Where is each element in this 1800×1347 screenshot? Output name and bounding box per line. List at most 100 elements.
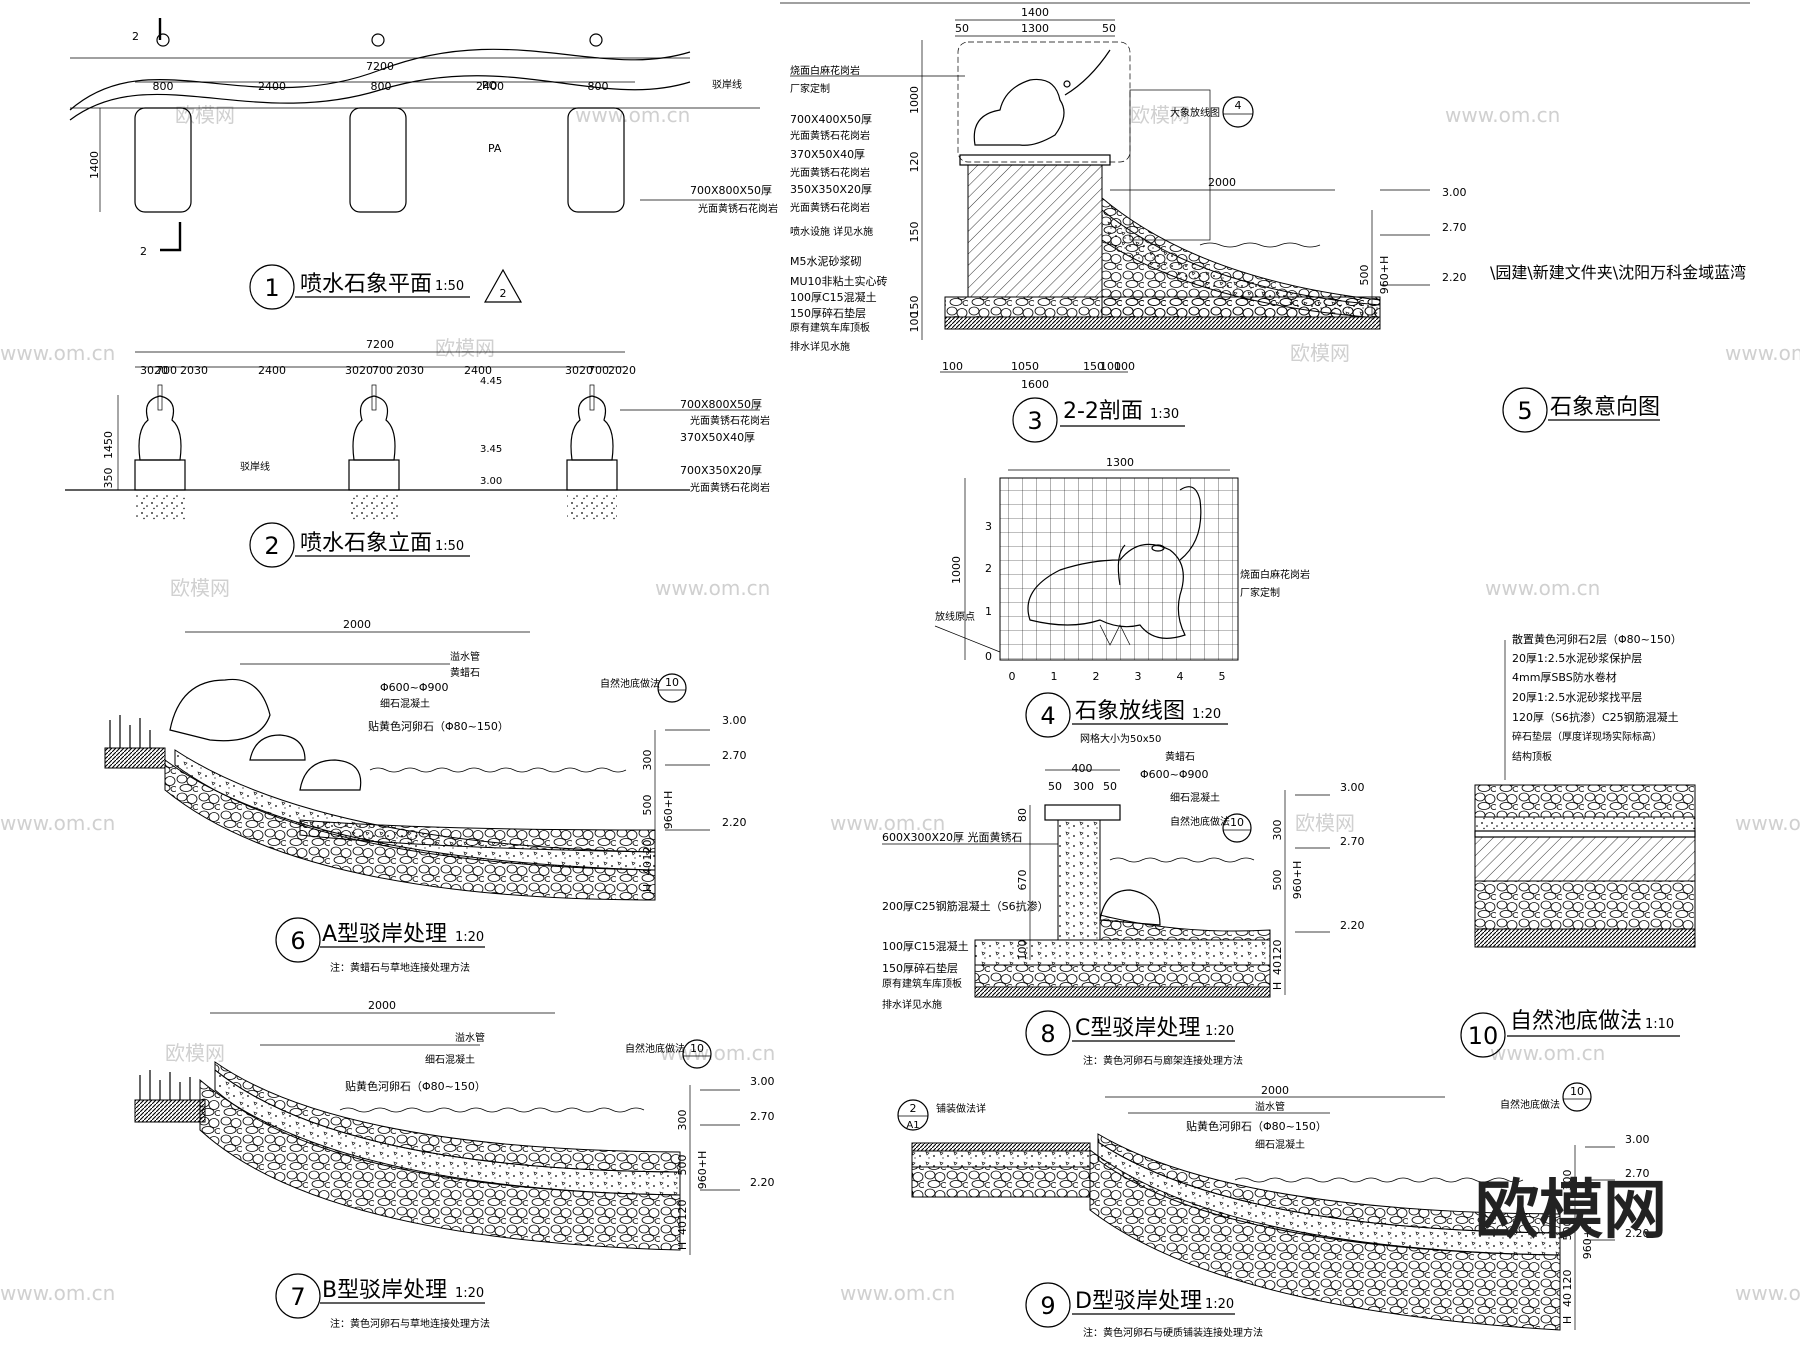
elephant-outline: [1027, 486, 1202, 646]
gravel-bed: [944, 296, 1381, 318]
watermark-url: www.om.cn: [1735, 1281, 1800, 1305]
reference-symbol-number: 10: [1230, 816, 1244, 829]
elev-1: 3.00: [1625, 1133, 1650, 1146]
reference-symbol-circle: [657, 673, 687, 703]
label-5: 光面黄锈石花岗岩: [690, 481, 770, 494]
label-10: 排水详见水施: [882, 998, 942, 1011]
water-edge-curve: [69, 75, 691, 121]
leader: [934, 625, 1001, 653]
surface-pebbles: [214, 1061, 681, 1173]
label-elephant: 大象放线图: [1170, 106, 1220, 119]
layer-3: 4mm厚SBS防水卷材: [1512, 670, 1617, 684]
reference-symbol-number: 2: [910, 1102, 917, 1115]
watermark-url: www.om.cn: [660, 1041, 775, 1065]
dim-w2: 300: [1073, 780, 1094, 793]
drawing-number-circle: [1502, 387, 1548, 433]
elev-1: 3.00: [722, 714, 747, 727]
label-slab-b: 光面黄锈石花岗岩: [698, 202, 778, 215]
dim-btotal: 1600: [1021, 378, 1049, 391]
elev-3: 2.20: [1442, 271, 1467, 284]
dim-d3: 2030: [180, 364, 208, 377]
surface-pebbles: [1099, 914, 1271, 941]
dim-d9: 3020: [565, 364, 593, 377]
stone-base: [134, 107, 192, 213]
yellow-wax-stone: [299, 759, 362, 791]
label-5: 贴黄色河卵石（Φ80~150）: [368, 719, 509, 733]
label-3: 贴黄色河卵石（Φ80~150）: [1186, 1119, 1327, 1133]
pebble-layer: [1474, 784, 1696, 818]
surface-pebbles: [1097, 1133, 1561, 1234]
dim-h2: 350: [102, 468, 115, 489]
dim-h1: 1000: [908, 86, 921, 114]
drawing-scale: 1:20: [455, 1286, 484, 1301]
drawing-number-circle: [1012, 397, 1058, 443]
dim-d: 2400: [476, 80, 504, 93]
section-cut-top: 2: [132, 30, 139, 43]
water-line: [369, 767, 627, 773]
water-line: [1109, 857, 1255, 863]
dim-v1: 300: [676, 1110, 689, 1131]
water-spray: [349, 495, 399, 520]
coping-stone: [1044, 804, 1121, 821]
label-13: 150厚碎石垫层: [790, 306, 866, 320]
dim-d11: 2020: [608, 364, 636, 377]
label-1: 铺装做法详: [936, 1102, 986, 1115]
dim-v1: 300: [641, 750, 654, 771]
reference-symbol-number: 10: [690, 1042, 704, 1055]
layer-2: 20厚1:2.5水泥砂浆保护层: [1512, 651, 1642, 665]
label-2: Φ600~Φ900: [1140, 768, 1209, 781]
label-5: 370X50X40厚: [790, 148, 865, 161]
drawing-7-bank-b: 2000 300 500 960+H 120 40 H 3.00 2.70 2.…: [134, 999, 775, 1330]
mortar-layer: [1474, 816, 1696, 832]
drawing-number: 8: [1040, 1020, 1055, 1048]
drawing-2-elevation: 7200 3020 700 2030 2400 3020 700 2030 24…: [65, 338, 770, 568]
label-9: 喷水设施 详见水施: [790, 225, 873, 238]
label-3: 贴黄色河卵石（Φ80~150）: [345, 1079, 486, 1093]
label-11: MU10非粘土实心砖: [790, 274, 888, 288]
drawing-note: 注：黄色河卵石与廊架连接处理方法: [1083, 1054, 1243, 1067]
dim-d8: 2400: [464, 364, 492, 377]
elephant-statue: [566, 384, 618, 491]
dim-d4: 2400: [258, 364, 286, 377]
gravel-cushion: [1474, 880, 1696, 930]
dim-h2: 670: [1016, 870, 1029, 891]
grid-note: 网格大小为50x50: [1080, 732, 1161, 745]
axis-x-2: 2: [1093, 670, 1100, 683]
drawing-9-bank-d: 2000 300 500 960+H 120 40 H 3.00 2.70 2.…: [897, 1082, 1650, 1339]
label-3: 700X400X50厚: [790, 113, 872, 126]
paving-gravel: [911, 1166, 1091, 1198]
drawing-scale: 1:20: [1205, 1297, 1234, 1312]
label-1: 烧面白麻花岗岩: [1240, 568, 1310, 581]
label-1: 溢水管: [455, 1031, 485, 1044]
dim-t2: 1300: [1021, 22, 1049, 35]
dim-c: 800: [371, 80, 392, 93]
label-2: 厂家定制: [1240, 586, 1280, 599]
axis-x-3: 3: [1135, 670, 1142, 683]
label-14: 原有建筑车库顶板: [790, 321, 870, 334]
drawing-6-bank-a: 2000 300 500 960+H 120 40 H 3.00 2.70 2.…: [104, 618, 747, 974]
drawing-scale: 1:50: [435, 539, 464, 554]
axis-y-3: 3: [985, 520, 992, 533]
drawing-scale: 1:20: [1205, 1024, 1234, 1039]
drawing-number: 5: [1517, 397, 1532, 425]
dim-v6: H: [641, 884, 654, 892]
elephant-statue-side: [973, 49, 1111, 146]
drawing-note: 注：黄色河卵石与硬质铺装连接处理方法: [1083, 1326, 1263, 1339]
label-4: 700X350X20厚: [680, 464, 762, 477]
sheet-path: \园建\新建文件夹\沈阳万科金域蓝湾: [1490, 263, 1746, 282]
yellow-wax-stone: [1099, 889, 1161, 926]
dim-h1: 80: [1016, 808, 1029, 822]
dim-v2: 960+H: [1378, 256, 1391, 294]
water-line: [339, 1107, 645, 1113]
dim-v6: H: [1271, 982, 1284, 990]
reference-symbol-circle: [682, 1039, 712, 1069]
drawing-number: 6: [290, 927, 305, 955]
watermark-url: www.om.cn: [1445, 103, 1560, 127]
dim-d1: 3020: [140, 364, 168, 377]
cap-slab: [959, 154, 1111, 166]
label-2: 光面黄锈石花岗岩: [690, 414, 770, 427]
label-5: 600X300X20厚 光面黄锈石: [882, 830, 1023, 844]
watermark-url: www.om.cn: [655, 576, 770, 600]
label-12: 100厚C15混凝土: [790, 290, 877, 304]
elev-2: 2.70: [750, 1110, 775, 1123]
